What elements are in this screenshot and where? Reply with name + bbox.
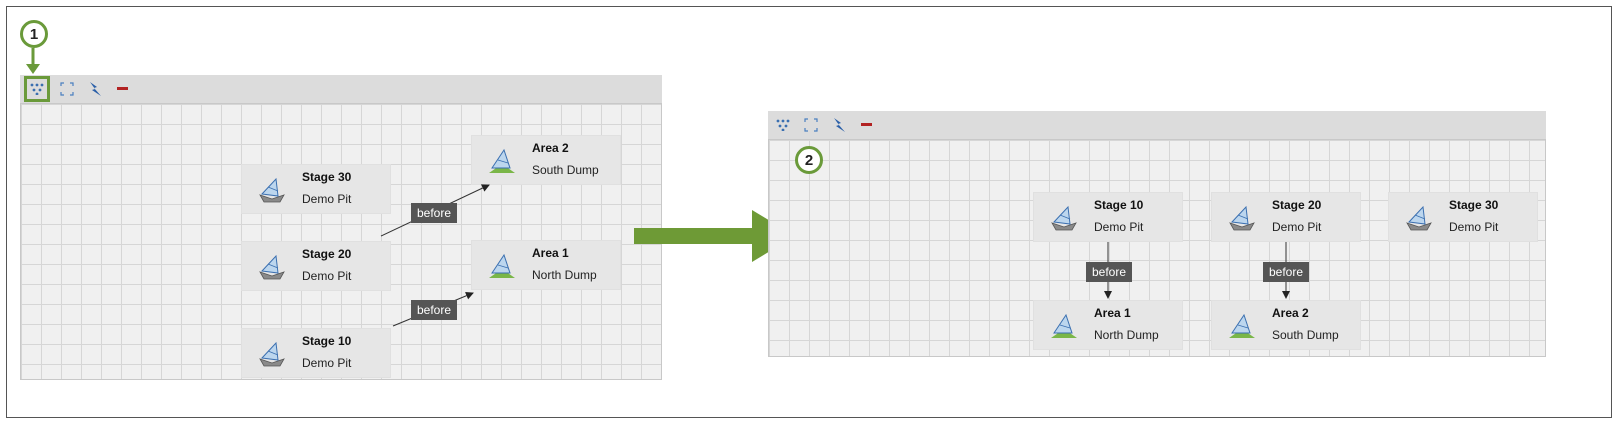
- remove-icon: [861, 123, 872, 126]
- node-stage-30[interactable]: Stage 30 Demo Pit: [1388, 192, 1538, 242]
- node-title: Stage 20: [1272, 198, 1322, 212]
- stage-icon: [1406, 205, 1432, 231]
- node-subtitle: Demo Pit: [302, 269, 352, 283]
- toolbar-before: [20, 75, 662, 103]
- canvas-after[interactable]: Stage 10 Demo Pit Stage 20 Demo Pit Stag…: [768, 139, 1546, 357]
- node-title: Stage 30: [1449, 198, 1499, 212]
- relationship-label[interactable]: before: [411, 203, 458, 223]
- area-icon: [1229, 313, 1255, 338]
- node-area-1[interactable]: Area 1 North Dump: [471, 240, 621, 290]
- node-subtitle: South Dump: [532, 163, 599, 177]
- node-area-2[interactable]: Area 2 South Dump: [471, 135, 621, 185]
- stage-icon: [259, 341, 285, 367]
- node-stage-30[interactable]: Stage 30 Demo Pit: [241, 164, 391, 214]
- node-subtitle: Demo Pit: [1094, 220, 1144, 234]
- hierarchy-layout-icon: [776, 119, 790, 131]
- node-stage-10[interactable]: Stage 10 Demo Pit: [241, 328, 391, 378]
- remove-button[interactable]: [112, 78, 134, 100]
- fit-to-screen-button[interactable]: [800, 114, 822, 136]
- node-subtitle: Demo Pit: [1272, 220, 1322, 234]
- toolbar-after: [768, 111, 1546, 139]
- node-title: Area 2: [532, 141, 569, 155]
- area-icon: [1051, 313, 1077, 338]
- node-subtitle: South Dump: [1272, 328, 1339, 342]
- fit-to-screen-icon: [804, 118, 818, 132]
- flash-icon: [834, 118, 845, 132]
- flash-icon: [90, 82, 101, 96]
- node-subtitle: Demo Pit: [1449, 220, 1499, 234]
- stage-icon: [259, 254, 285, 280]
- node-title: Stage 10: [1094, 198, 1144, 212]
- callout-2: 2: [795, 146, 823, 174]
- stage-icon: [1051, 205, 1077, 231]
- node-title: Stage 20: [302, 247, 352, 261]
- callout-2-number: 2: [804, 151, 814, 169]
- flash-button[interactable]: [84, 78, 106, 100]
- relationship-label[interactable]: before: [1086, 262, 1133, 282]
- node-title: Stage 10: [302, 334, 352, 348]
- canvas-before[interactable]: Stage 30 Demo Pit Stage 20 Demo Pit Stag…: [20, 103, 662, 380]
- area-icon: [489, 148, 515, 173]
- fit-to-screen-button[interactable]: [56, 78, 78, 100]
- node-title: Area 2: [1272, 306, 1309, 320]
- node-stage-20[interactable]: Stage 20 Demo Pit: [241, 241, 391, 291]
- relationship-label[interactable]: before: [1263, 262, 1310, 282]
- hierarchy-layout-icon: [30, 83, 44, 95]
- node-stage-20[interactable]: Stage 20 Demo Pit: [1211, 192, 1361, 242]
- node-subtitle: Demo Pit: [302, 192, 352, 206]
- remove-icon: [117, 87, 128, 90]
- callout-1: 1: [20, 20, 48, 48]
- hierarchy-layout-button[interactable]: [772, 114, 794, 136]
- flash-button[interactable]: [828, 114, 850, 136]
- stage-icon: [259, 177, 285, 203]
- hierarchy-layout-button[interactable]: [24, 76, 50, 102]
- node-area-1[interactable]: Area 1 North Dump: [1033, 300, 1183, 350]
- node-subtitle: North Dump: [532, 268, 597, 282]
- node-subtitle: North Dump: [1094, 328, 1159, 342]
- node-area-2[interactable]: Area 2 South Dump: [1211, 300, 1361, 350]
- callout-1-number: 1: [29, 25, 39, 43]
- node-stage-10[interactable]: Stage 10 Demo Pit: [1033, 192, 1183, 242]
- remove-button[interactable]: [856, 114, 878, 136]
- area-icon: [489, 253, 515, 278]
- stage-icon: [1229, 205, 1255, 231]
- relationship-label[interactable]: before: [411, 300, 458, 320]
- node-subtitle: Demo Pit: [302, 356, 352, 370]
- node-title: Stage 30: [302, 170, 352, 184]
- node-title: Area 1: [532, 246, 569, 260]
- fit-to-screen-icon: [60, 82, 74, 96]
- node-title: Area 1: [1094, 306, 1131, 320]
